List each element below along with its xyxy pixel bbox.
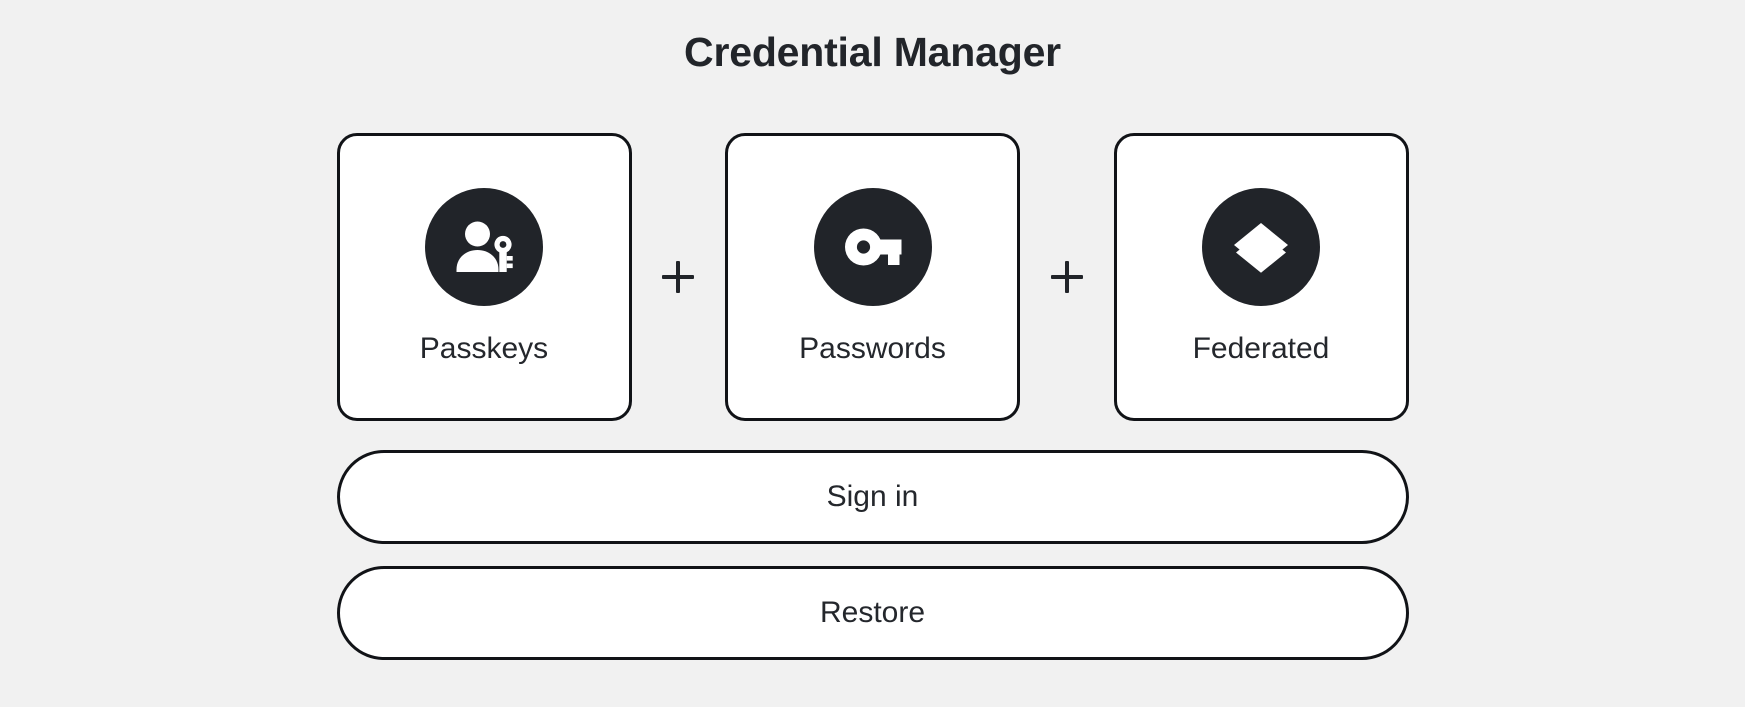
- credential-card-label: Passkeys: [419, 332, 549, 366]
- person-with-key-icon: [425, 188, 543, 307]
- restore-button[interactable]: Restore: [336, 565, 1409, 660]
- credential-card-passwords[interactable]: Passwords: [725, 132, 1020, 421]
- credential-card-label: Passwords: [799, 332, 946, 366]
- credential-card-federated[interactable]: Federated: [1113, 132, 1409, 421]
- plus-separator-icon: [656, 255, 700, 299]
- key-icon: [813, 188, 932, 307]
- credential-card-label: Federated: [1192, 332, 1330, 366]
- sign-in-button[interactable]: Sign in: [336, 449, 1409, 544]
- credential-type-row: Passkeys Passwords: [336, 132, 1409, 421]
- page-title: Credential Manager: [684, 29, 1061, 75]
- credential-card-passkeys[interactable]: Passkeys: [336, 132, 632, 421]
- layers-icon: [1202, 188, 1320, 307]
- plus-separator-icon: [1045, 255, 1089, 299]
